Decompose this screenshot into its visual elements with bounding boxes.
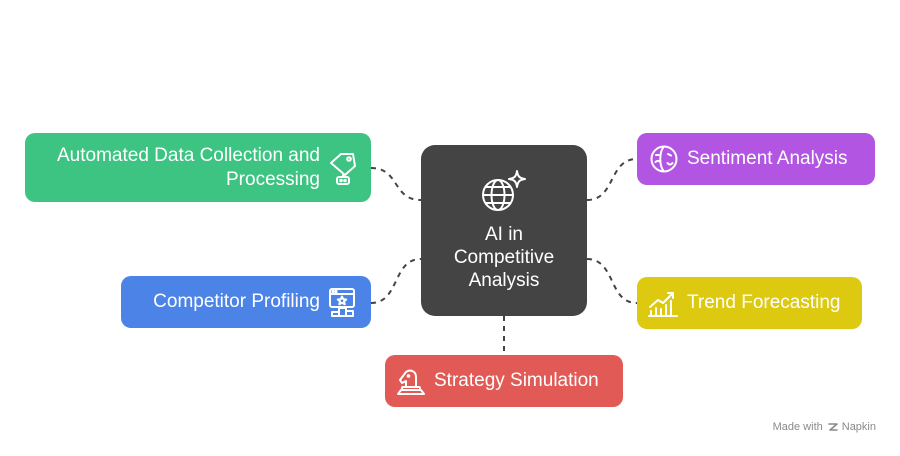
napkin-logo-icon: [827, 423, 838, 431]
globe-sparkle-icon: [480, 169, 528, 213]
watermark-brand: Napkin: [841, 421, 876, 433]
connector-automated: [370, 167, 422, 201]
napkin-brand: Napkin: [827, 421, 876, 433]
node-profiling-label: Competitor Profiling: [153, 291, 320, 312]
trend-chart-icon: [647, 289, 679, 317]
node-trend-forecasting: Trend Forecasting: [637, 277, 862, 329]
tag-robot-icon: [328, 151, 358, 185]
node-sentiment-label: Sentiment Analysis: [687, 148, 848, 169]
chess-knight-icon: [396, 366, 426, 396]
node-automated-data-collection: Automated Data Collection and Processing: [25, 133, 371, 202]
connector-profiling: [370, 258, 422, 304]
center-title: AI in Competitive Analysis: [453, 224, 555, 291]
theater-masks-icon: [649, 144, 679, 174]
profile-podium-icon: [328, 287, 358, 317]
node-competitor-profiling: Competitor Profiling: [121, 276, 371, 328]
napkin-watermark[interactable]: Made with Napkin: [773, 421, 876, 433]
watermark-prefix: Made with: [772, 421, 823, 433]
connector-trend: [586, 258, 638, 304]
node-strategy-label: Strategy Simulation: [434, 370, 599, 391]
node-sentiment-analysis: Sentiment Analysis: [637, 133, 875, 185]
connector-sentiment: [586, 158, 638, 201]
center-node: AI in Competitive Analysis: [421, 145, 587, 316]
node-automated-label: Automated Data Collection and Processing: [57, 144, 320, 190]
node-strategy-simulation: Strategy Simulation: [385, 355, 623, 407]
node-trend-label: Trend Forecasting: [687, 292, 841, 313]
